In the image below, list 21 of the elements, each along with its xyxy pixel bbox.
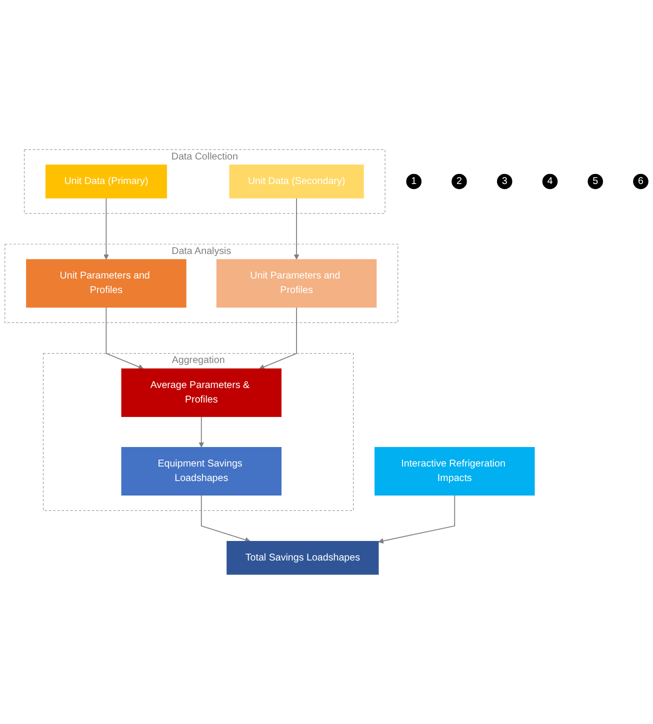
node-box: Unit Parameters and Profiles	[216, 259, 377, 308]
arrow	[104, 198, 109, 260]
node-box: Interactive Refrigeration Impacts	[374, 447, 535, 496]
node-box: Equipment Savings Loadshapes	[121, 447, 282, 496]
node-box: Average Parameters & Profiles	[121, 368, 282, 417]
arrow	[259, 306, 297, 370]
arrow	[294, 198, 300, 260]
arrow	[198, 416, 204, 448]
node-box: Unit Data (Secondary)	[229, 164, 364, 198]
node-circle: 2	[452, 174, 467, 190]
node-circle: 1	[406, 174, 422, 190]
node-circle: 3	[496, 174, 512, 190]
arrow	[106, 306, 144, 370]
node-box: Total Savings Loadshapes	[226, 540, 379, 575]
node-box: Unit Data (Primary)	[45, 164, 167, 198]
arrow	[200, 494, 250, 542]
node-circle: 6	[633, 174, 648, 190]
node-circle: 5	[588, 174, 604, 190]
node-box: Unit Parameters and Profiles	[26, 259, 186, 308]
arrow	[378, 494, 456, 544]
node-circle: 4	[542, 174, 558, 190]
